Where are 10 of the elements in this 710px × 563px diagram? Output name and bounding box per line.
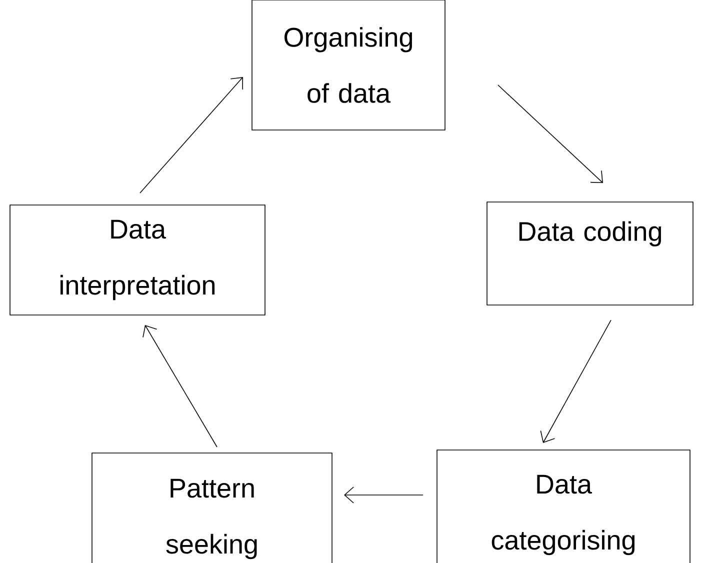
process-box: Pattern seeking — [92, 452, 332, 563]
process-box: Data interpretation — [10, 204, 266, 316]
arrow — [540, 320, 612, 443]
arrow — [140, 77, 244, 194]
process-box: Data coding — [486, 202, 694, 306]
arrow — [344, 486, 424, 504]
arrow — [498, 84, 603, 183]
arrow — [142, 325, 218, 448]
process-box: Organising of data — [252, 0, 446, 130]
process-box: Data categorising — [436, 450, 690, 563]
